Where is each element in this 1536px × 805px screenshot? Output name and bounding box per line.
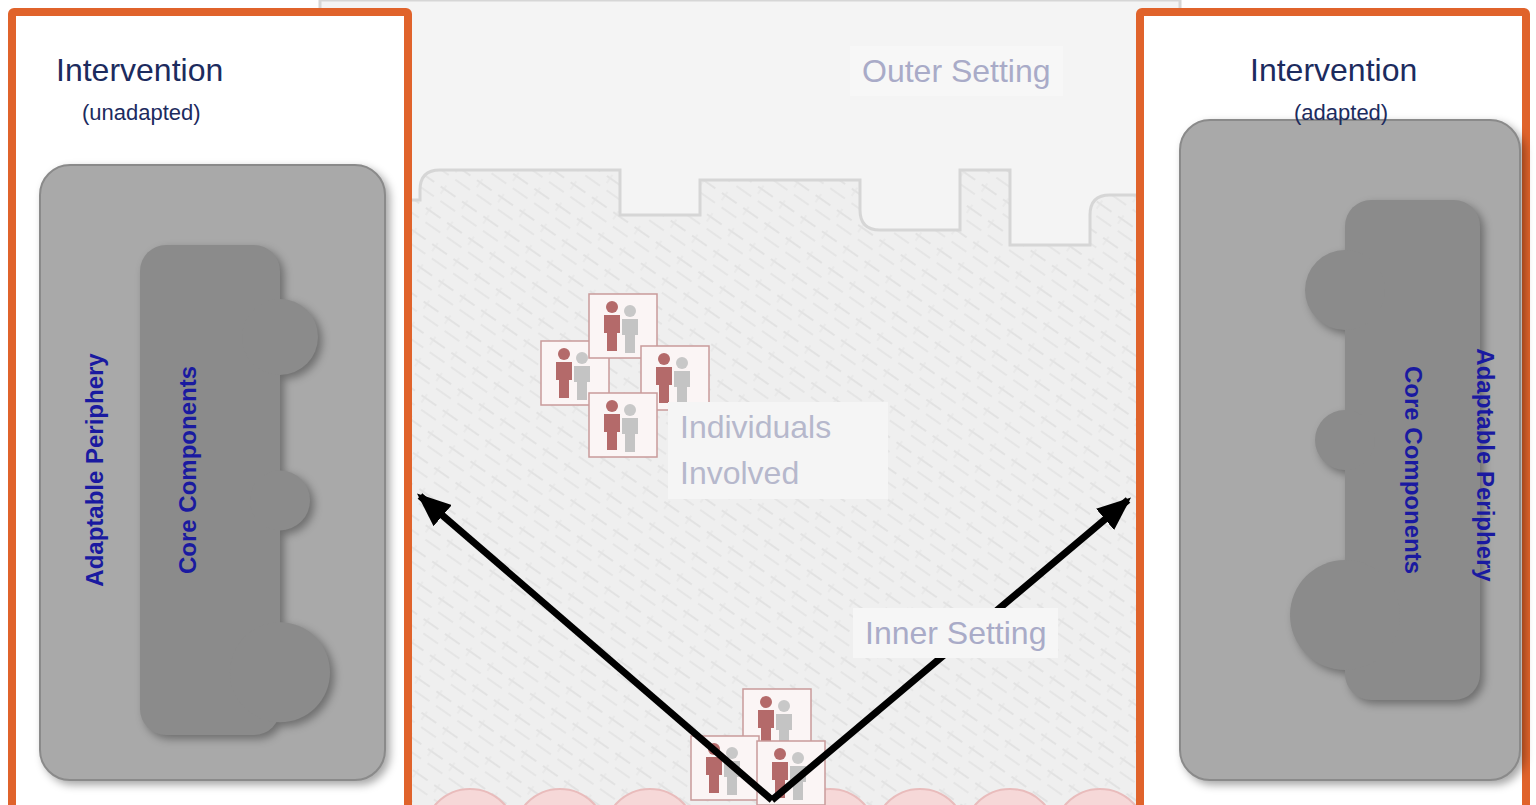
- periphery-label: Adaptable Periphery: [81, 353, 109, 586]
- frame-heading: Intervention: [56, 52, 223, 89]
- frame-subheading: (unadapted): [82, 100, 201, 125]
- core-outline: [140, 245, 330, 735]
- periphery-label: Adaptable Periphery: [1471, 348, 1499, 581]
- frame-heading: Intervention: [1250, 52, 1417, 89]
- core-outline: [1295, 200, 1480, 700]
- core-shape: Core Components: [1295, 200, 1480, 700]
- setting-label: Inner Setting: [853, 608, 1058, 658]
- core-label: Core Components: [174, 366, 202, 574]
- core-label: Core Components: [1399, 366, 1427, 574]
- intervention-frame: Intervention(adapted)Adaptable Periphery…: [1136, 8, 1530, 805]
- intervention-frame: Intervention (unadapted) Adaptable Periphe…: [8, 8, 412, 805]
- frame-subheading: (adapted): [1294, 100, 1388, 125]
- setting-label: Individuals Involved: [668, 402, 888, 499]
- periphery-shape: Adaptable Periphery Core Components: [40, 165, 385, 780]
- setting-label: Outer Setting: [850, 46, 1063, 96]
- periphery-shape: Adaptable Periphery Core Components: [1180, 120, 1520, 780]
- core-shape: Core Components: [140, 245, 330, 735]
